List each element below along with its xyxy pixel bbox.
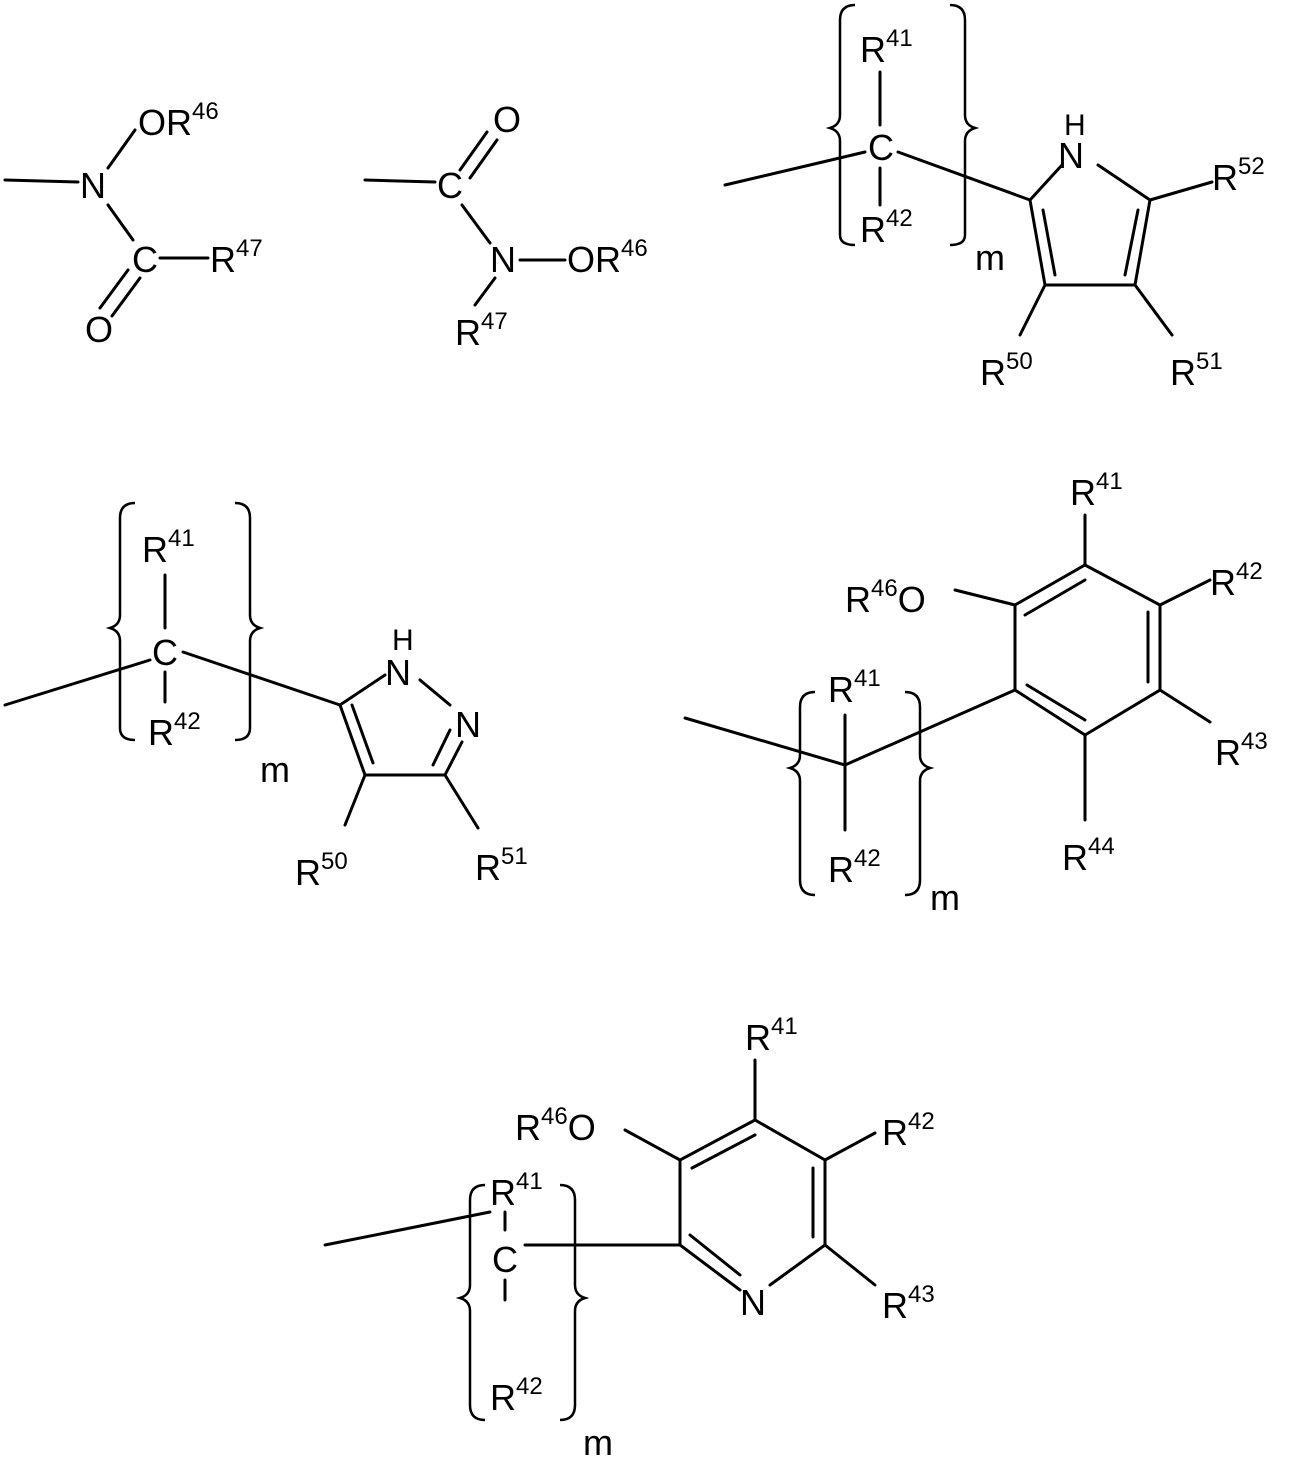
label-r41: R41: [828, 665, 881, 710]
structure-pyrazole: R41 C R42 m H N N R50 R51: [5, 503, 528, 893]
atom-n: N: [1058, 135, 1084, 176]
structure-phenol: R41 R42 m R46O R41 R42 R43 R44: [685, 468, 1268, 918]
label-ar43: R43: [1215, 728, 1268, 773]
right-bracket: [560, 1185, 585, 1420]
structure-hydroxamate: C O N OR46 R47: [365, 99, 648, 353]
structure-n-hydroxy-amide: N OR46 C R47 O: [5, 98, 263, 350]
label-r51: R51: [475, 843, 528, 888]
left-bracket: [460, 1185, 485, 1420]
label-ar42: R42: [882, 1108, 935, 1153]
atom-n: N: [490, 239, 516, 280]
structure-pyrrole: R41 C R42 m H N R52 R50 R51: [725, 5, 1265, 393]
left-bracket: [790, 692, 815, 895]
label-r42: R42: [148, 708, 201, 753]
label-ar41: R41: [745, 1013, 798, 1058]
structure-hydroxypyridine: R41 C R42 m R46O N R41 R42 R43: [325, 1013, 935, 1463]
label-r51: R51: [1170, 348, 1223, 393]
atom-n: N: [740, 1282, 766, 1323]
label-m: m: [930, 877, 960, 918]
label-m: m: [260, 749, 290, 790]
right-bracket: [905, 692, 930, 895]
label-ar41: R41: [1070, 468, 1123, 513]
atom-c: C: [492, 1239, 518, 1280]
label-ar44: R44: [1062, 833, 1115, 878]
atom-c: C: [152, 632, 178, 673]
right-bracket: [950, 5, 975, 245]
atom-o: O: [493, 99, 521, 140]
left-bracket: [830, 5, 855, 245]
label-m: m: [975, 237, 1005, 278]
label-r52: R52: [1212, 153, 1265, 198]
label-r47: R47: [210, 235, 263, 280]
atom-n2: N: [455, 704, 481, 745]
label-or46: OR46: [567, 235, 648, 280]
label-r42: R42: [828, 845, 881, 890]
atom-n: N: [80, 165, 106, 206]
label-m: m: [583, 1422, 613, 1463]
atom-o: O: [85, 309, 113, 350]
label-ar43: R43: [882, 1281, 935, 1326]
atom-c: C: [132, 239, 158, 280]
right-bracket: [235, 503, 260, 740]
label-r41: R41: [142, 525, 195, 570]
label-or46: OR46: [138, 98, 219, 143]
label-r42: R42: [490, 1373, 543, 1418]
label-r46o: R46O: [515, 1103, 596, 1148]
label-r47: R47: [455, 308, 508, 353]
left-bracket: [110, 503, 135, 740]
atom-n1: N: [385, 652, 411, 693]
label-r50: R50: [295, 848, 348, 893]
label-r42: R42: [860, 205, 913, 250]
label-ar42: R42: [1210, 558, 1263, 603]
label-r50: R50: [980, 348, 1033, 393]
label-r41: R41: [490, 1168, 543, 1213]
label-r41: R41: [860, 25, 913, 70]
atom-c: C: [868, 127, 894, 168]
label-r46o: R46O: [845, 575, 926, 620]
